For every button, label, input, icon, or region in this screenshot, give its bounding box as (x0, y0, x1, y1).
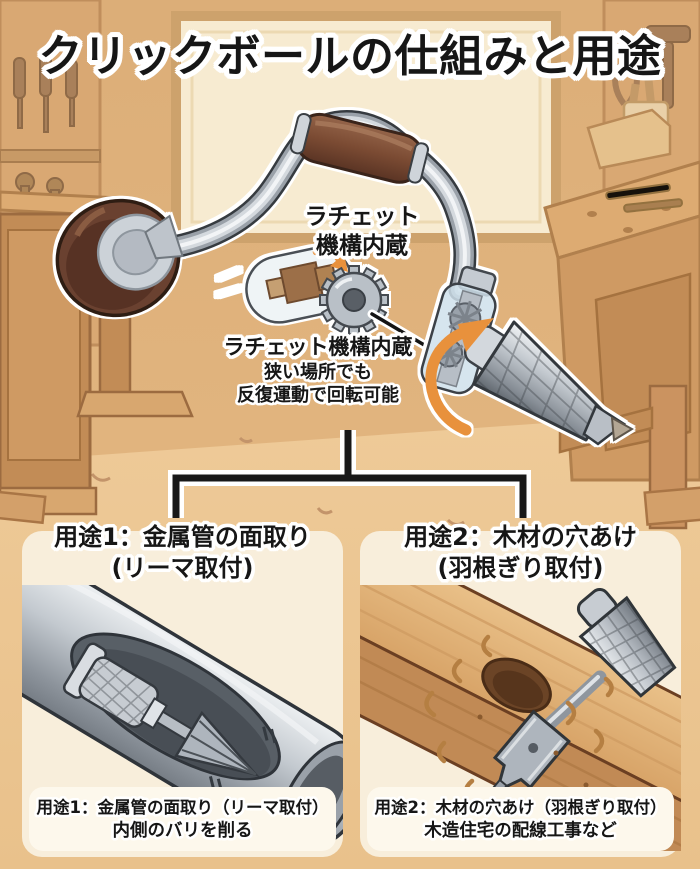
mechanism-note-heading: ラチェット機構内蔵 (223, 335, 413, 359)
use2-caption-box: 用途2：木材の穴あけ（羽根ぎり取付） 木造住宅の配線工事など (367, 787, 674, 851)
ratchet-callout-line1: ラチェット (304, 204, 420, 230)
use2-chuck (576, 587, 677, 701)
mechanism-note-line2: 反復運動で回転可能 (237, 385, 399, 406)
use2-heading-line1: 用途2：木材の穴あけ (404, 523, 637, 551)
use2-caption-line1: 用途2：木材の穴あけ（羽根ぎり取付） (374, 797, 667, 817)
use1-heading: 用途1：金属管の面取り (リーマ取付) (54, 522, 311, 584)
hammer-icon (645, 25, 691, 109)
use1-heading-line1: 用途1：金属管の面取り (54, 523, 311, 551)
toolbox-icon (586, 108, 672, 170)
mechanism-note-line1: 狭い場所でも (264, 362, 372, 383)
page-title: クリックボールの仕組みと用途 (38, 31, 662, 82)
pegboard-shelf (0, 149, 101, 163)
reamer-bit (62, 642, 260, 777)
hanging-tools-icon (13, 51, 78, 133)
use1-caption-line2: 内側のバリを削る (112, 820, 253, 841)
wood-block-left (0, 489, 47, 525)
wood-block-right (643, 486, 700, 526)
floor-scuffs (90, 436, 617, 527)
use2-caption-line2: 木造住宅の配線工事など (424, 820, 617, 841)
use2-heading-line2: (羽根ぎり取付) (437, 554, 604, 582)
use2-heading: 用途2：木材の穴あけ (羽根ぎり取付) (404, 522, 637, 584)
use1-heading-line2: (リーマ取付) (111, 554, 254, 582)
use1-caption-box: 用途1：金属管の面取り（リーマ取付） 内側のバリを削る (29, 787, 336, 851)
ratchet-callout: ラチェット 機構内蔵 (305, 203, 420, 261)
mechanism-note: ラチェット機構内蔵 狭い場所でも 反復運動で回転可能 (224, 334, 413, 407)
use1-caption-line1: 用途1：金属管の面取り（リーマ取付） (36, 797, 329, 817)
chisel-icon (605, 182, 683, 213)
use1-card: 用途1：金属管の面取り (リーマ取付) 用途1：金属管の面取り（リーマ取付） 内… (22, 523, 343, 857)
use2-card: 用途2：木材の穴あけ (羽根ぎり取付) 用途2：木材の穴あけ（羽根ぎり取付） 木… (360, 523, 681, 857)
ratchet-callout-line2: 機構内蔵 (316, 233, 408, 259)
